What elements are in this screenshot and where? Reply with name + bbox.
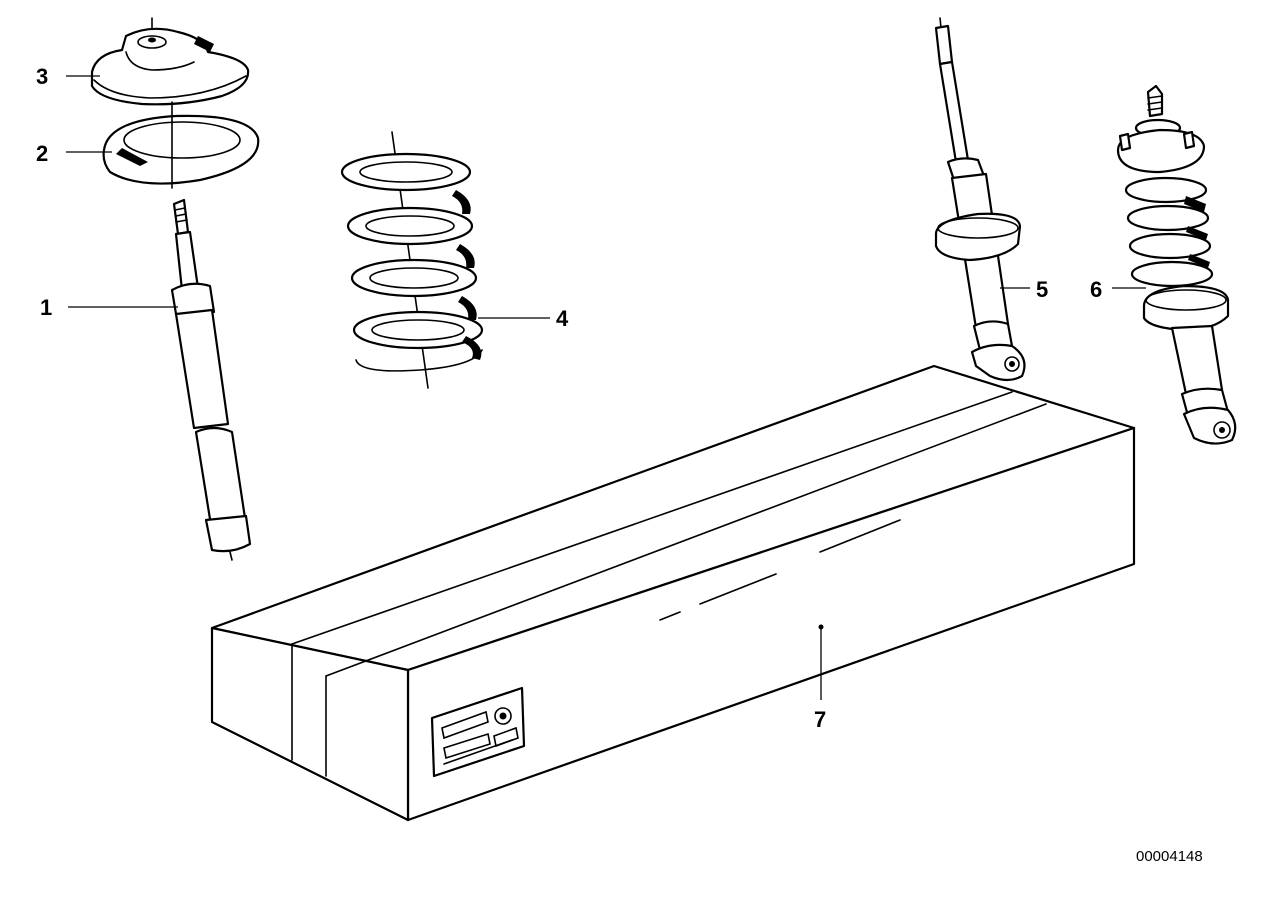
upper-strut-mount [90, 17, 250, 106]
callout-2: 2 [36, 141, 48, 166]
rear-spring-strut-assembly [1116, 84, 1237, 445]
callout-6: 6 [1090, 277, 1102, 302]
coil-spring [340, 131, 484, 389]
callout-3: 3 [36, 64, 48, 89]
callout-4: 4 [556, 306, 569, 331]
package-box [210, 364, 1136, 822]
front-shock-absorber [170, 198, 252, 561]
callout-7: 7 [814, 707, 826, 732]
box-label [430, 686, 526, 778]
rear-shock-absorber [934, 17, 1026, 382]
callout-5: 5 [1036, 277, 1048, 302]
document-number: 00004148 [1136, 848, 1203, 865]
spring-seat-ring [102, 101, 260, 189]
callout-1: 1 [40, 295, 52, 320]
